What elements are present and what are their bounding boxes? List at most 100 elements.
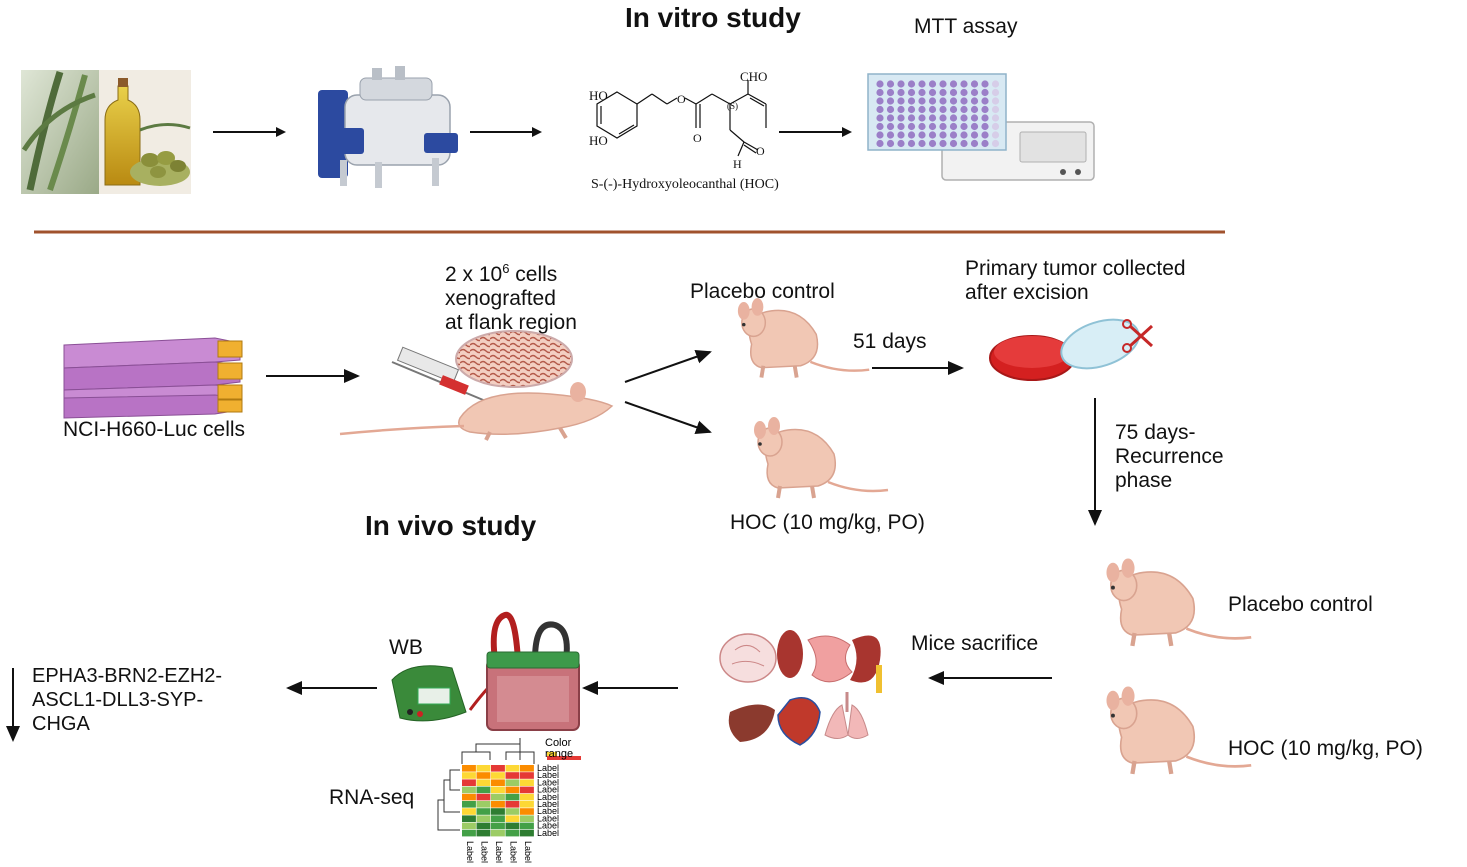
xenograft-mouse-icon <box>339 382 614 441</box>
heatmap-cell <box>505 829 520 837</box>
heatmap-cell <box>520 793 534 801</box>
heatmap-cell <box>505 765 520 772</box>
plate-well <box>991 88 1000 97</box>
hoc-label-2: HOC (10 mg/kg, PO) <box>1228 737 1423 760</box>
brain-icon <box>719 633 777 683</box>
plate-well <box>897 122 905 131</box>
heatmap-cell <box>520 786 534 794</box>
plate-well <box>939 97 947 105</box>
heatmap-cell <box>476 772 491 779</box>
xenograft-unit: cells <box>509 263 558 286</box>
plate-well <box>918 139 926 148</box>
plate-well <box>981 80 989 88</box>
heatmap-cell <box>476 779 491 786</box>
plate-well <box>991 80 1000 88</box>
plate-well <box>928 114 937 122</box>
heatmap-row-label: Label <box>537 806 559 816</box>
arrow-to-placebo <box>624 350 712 383</box>
heatmap-cell <box>462 793 476 801</box>
hoc-label: HOC (10 mg/kg, PO) <box>730 511 925 534</box>
plate-well <box>876 97 884 105</box>
heatmap-cell <box>505 793 520 801</box>
heatmap-cell <box>505 808 520 815</box>
plate-well <box>928 122 937 131</box>
plate-well <box>907 114 916 122</box>
plate-well <box>928 139 937 148</box>
plate-well <box>907 105 916 114</box>
heatmap-cell <box>462 772 476 779</box>
mtt-plate-reader-icon <box>867 73 1095 181</box>
plate-well <box>949 114 958 122</box>
well-plate-grid <box>876 80 1000 148</box>
heatmap-cell <box>520 801 534 808</box>
heatmap-row-label: Label <box>537 821 559 831</box>
plate-well <box>886 139 895 148</box>
plate-well <box>876 131 884 139</box>
color-range-label-2: range <box>545 748 573 760</box>
plate-well <box>970 122 979 131</box>
cells-label: NCI-H660-Luc cells <box>63 418 246 441</box>
plate-well <box>907 97 916 105</box>
plate-well <box>918 131 926 139</box>
heatmap-col-label: Label <box>480 841 490 863</box>
heatmap-cell <box>462 765 476 772</box>
heatmap-cell <box>491 786 505 794</box>
days-51-label: 51 days <box>853 330 927 353</box>
heatmap-row-label: Label <box>537 785 559 795</box>
plate-well <box>876 114 884 122</box>
heatmap-cell <box>520 779 534 786</box>
heatmap-cell <box>520 808 534 815</box>
atom-o-carbonyl: O <box>693 131 702 145</box>
plate-well <box>939 80 947 88</box>
color-range-bar <box>547 756 581 760</box>
plate-well <box>907 122 916 131</box>
heatmap-cell <box>491 822 505 830</box>
plate-well <box>970 114 979 122</box>
heatmap-row-label: Label <box>537 777 559 787</box>
plate-well <box>886 97 895 105</box>
heatmap-col-label: Label <box>494 841 504 863</box>
western-blot-apparatus-icon <box>391 611 580 731</box>
plate-well <box>886 122 895 131</box>
plate-well <box>928 97 937 105</box>
xenograft-exponent: 6 <box>502 261 510 276</box>
column-dendrogram <box>461 738 535 764</box>
heatmap-cell <box>491 801 505 808</box>
plate-well <box>876 122 884 131</box>
heatmap-row-label: Label <box>537 763 559 773</box>
heatmap-cell <box>520 772 534 779</box>
plate-well <box>981 131 989 139</box>
heatmap-cell <box>520 822 534 830</box>
sacrifice-label: Mice sacrifice <box>911 632 1039 655</box>
plate-well <box>897 114 905 122</box>
plate-well <box>991 139 1000 148</box>
plate-well <box>876 139 884 148</box>
plate-well <box>939 122 947 131</box>
cell-culture-flasks-icon <box>63 337 243 419</box>
atom-h: H <box>733 157 742 171</box>
plate-well <box>907 80 916 88</box>
plate-well <box>949 122 958 131</box>
heatmap-cell <box>476 765 491 772</box>
plate-well <box>897 139 905 148</box>
mice-group <box>339 298 1252 775</box>
plate-well <box>991 122 1000 131</box>
intestine-icon <box>807 635 853 683</box>
heatmap-cell <box>505 786 520 794</box>
placebo-label-2: Placebo control <box>1228 593 1373 616</box>
kidney-icon <box>850 635 881 683</box>
plate-well <box>918 105 926 114</box>
plate-well <box>960 139 968 148</box>
heatmap-cell <box>462 801 476 808</box>
plate-well <box>960 80 968 88</box>
xenograft-label: 2 x 106 cells xenografted at flank regio… <box>445 257 577 335</box>
plate-well <box>949 80 958 88</box>
heatmap-cell <box>491 772 505 779</box>
heatmap-cell <box>476 808 491 815</box>
atom-o-ester: O <box>677 92 686 106</box>
olive-oil-image <box>21 70 191 194</box>
mouse-hoc-2-icon <box>1106 686 1252 775</box>
plate-well <box>928 105 937 114</box>
plate-well <box>960 105 968 114</box>
